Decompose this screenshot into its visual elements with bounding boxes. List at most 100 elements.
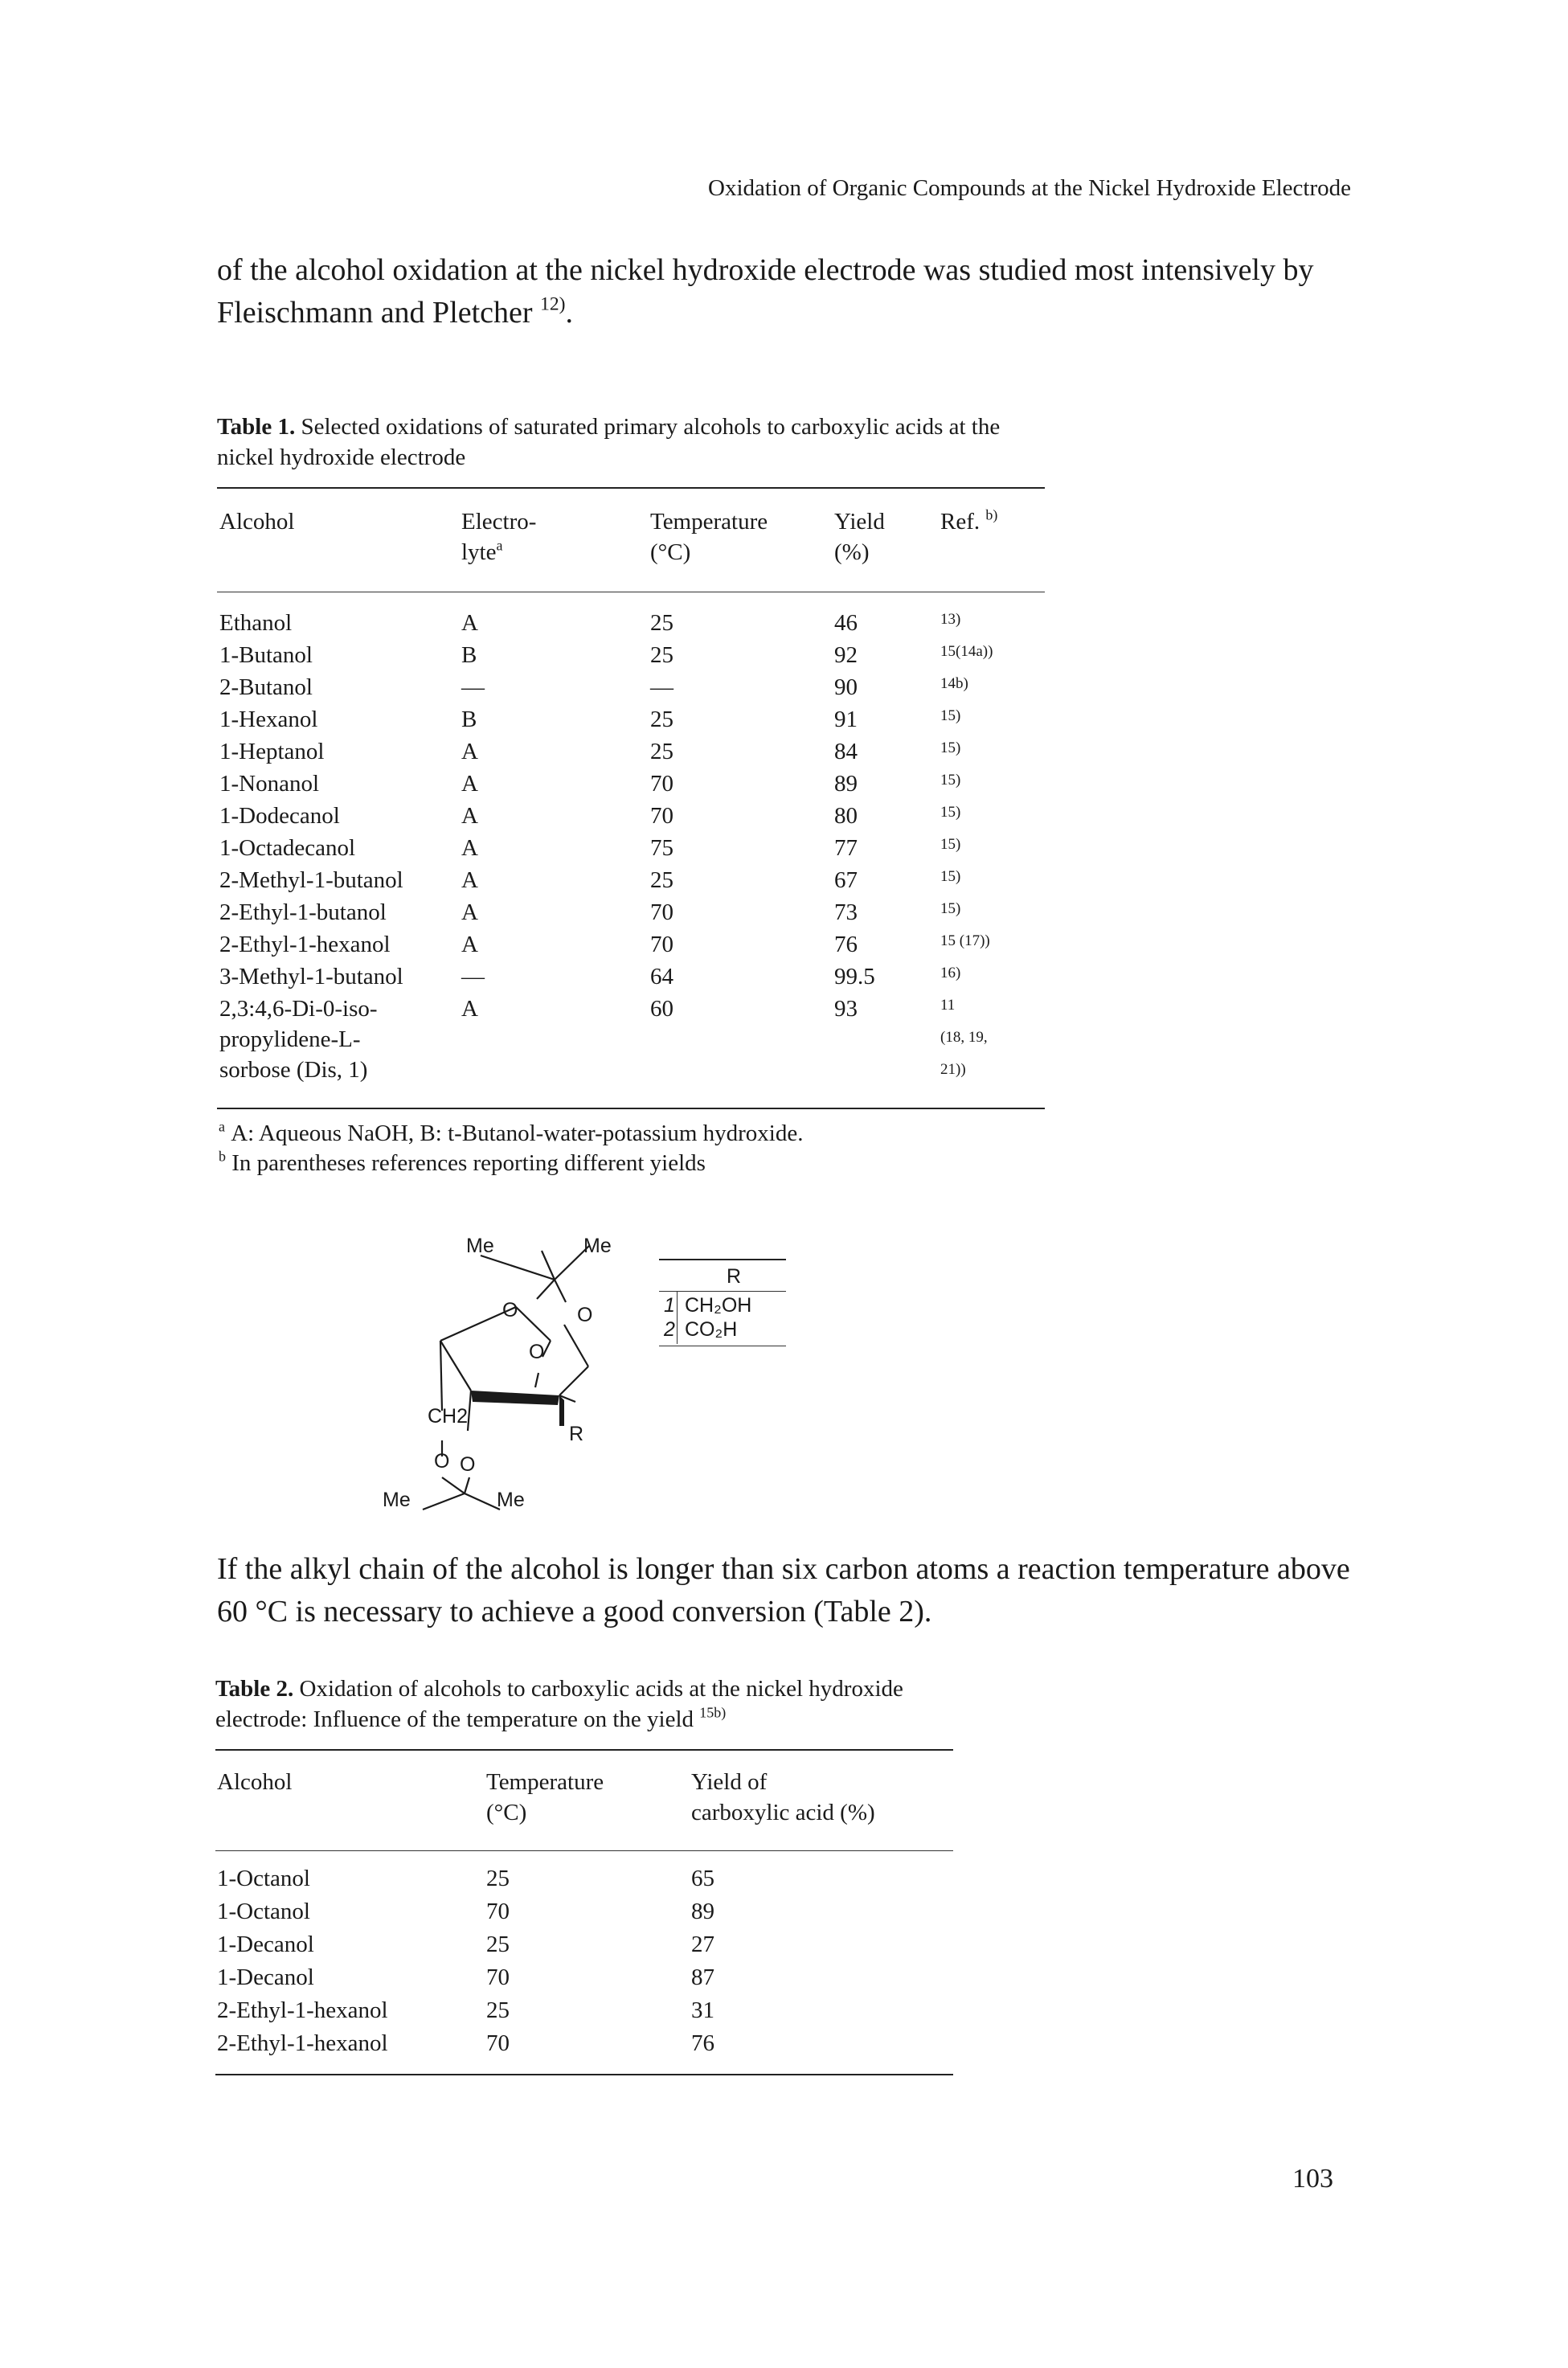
table1-cell-electrolyte: A (461, 771, 478, 797)
table2-caption-ref: 15b) (699, 1704, 727, 1721)
table1-cell-temperature: 70 (650, 771, 673, 797)
table1-header-alcohol: Alcohol (219, 509, 295, 535)
table1-cell-line: 1-Octadecanol (219, 835, 356, 861)
table1-cell-ref: 15) (940, 900, 960, 932)
table1-cell-temperature: 25 (650, 610, 673, 636)
table2-cell-yield: 76 (691, 2030, 714, 2056)
table1-cell-line: 15) (940, 900, 961, 917)
label-me-bottom-right: Me (497, 1489, 525, 1511)
label-me-top-left: Me (466, 1235, 494, 1257)
table1-cell-alcohol: 1-Heptanol (219, 736, 324, 767)
table1-cell-ref: 13) (940, 611, 960, 643)
table1-cell-line: 2,3:4,6-Di-0-iso- (219, 996, 378, 1022)
table1-header-electrolyte-2: lytea (461, 537, 502, 567)
table1-cell-line: propylidene-L- (219, 1026, 361, 1052)
table1-cell-yield: 89 (834, 771, 858, 797)
table1-header-temperature-1: Temperature (650, 509, 768, 535)
table1-cell-temperature: 64 (650, 964, 673, 989)
table2-cell-yield: 27 (691, 1932, 714, 1957)
table1-cell-ref: 15) (940, 836, 960, 868)
table1-cell-yield: 46 (834, 610, 858, 636)
table2-cell-alcohol: 1-Decanol (217, 1932, 314, 1957)
table1-cell-alcohol: 1-Hexanol (219, 704, 317, 735)
label-o-low-left: O (434, 1450, 449, 1473)
table2-cell-alcohol: 2-Ethyl-1-hexanol (217, 1997, 388, 2023)
table1-cell-alcohol: 2,3:4,6-Di-0-iso-propylidene-L-sorbose (… (219, 993, 378, 1085)
table2-header-temperature-2: (°C) (486, 1800, 527, 1825)
table1-cell-ref: 11(18, 19,21)) (940, 997, 988, 1093)
ring-wedge-bond (471, 1391, 559, 1405)
intro-ref: 12) (540, 293, 566, 315)
table1-footnote-a: a A: Aqueous NaOH, B: t-Butanol-water-po… (219, 1119, 803, 1149)
page-number: 103 (1292, 2164, 1333, 2194)
table1-cell-line: 3-Methyl-1-butanol (219, 964, 403, 989)
label-o-ring: O (502, 1299, 518, 1321)
table1-cell-yield: 67 (834, 867, 858, 893)
table1-cell-electrolyte: A (461, 899, 478, 925)
table1-header-yield-1: Yield (834, 509, 885, 535)
table1-cell-electrolyte: — (461, 674, 485, 700)
table2-cell-temperature: 70 (486, 1964, 510, 1990)
table2-top-rule (215, 1749, 953, 1751)
table1-header-temperature-2: (°C) (650, 539, 691, 565)
table2-cell-alcohol: 1-Decanol (217, 1964, 314, 1990)
table1-cell-yield: 91 (834, 707, 858, 732)
table1-cell-alcohol: 1-Nonanol (219, 768, 319, 799)
table2-cell-yield: 89 (691, 1899, 714, 1924)
table1-cell-ref: 15(14a)) (940, 643, 993, 675)
table1-cell-alcohol: 1-Butanol (219, 640, 313, 670)
table1-cell-line: 15) (940, 739, 961, 756)
table1-cell-temperature: — (650, 674, 673, 700)
table1-cell-alcohol: 2-Methyl-1-butanol (219, 865, 403, 895)
footnote-a-mark: a (219, 1118, 225, 1135)
label-me-top-right: Me (583, 1235, 612, 1257)
paragraph-temperature: If the alkyl chain of the alcohol is lon… (217, 1548, 1358, 1633)
table1-cell-yield: 99.5 (834, 964, 875, 989)
table1-cell-line: 15) (940, 804, 961, 821)
table1-label: Table 1. (217, 414, 296, 440)
footnote-b-text: In parentheses references reporting diff… (231, 1150, 706, 1176)
ref-word: Ref. (940, 509, 981, 535)
table1-cell-line: 15 (17)) (940, 932, 990, 949)
table2-header-alcohol: Alcohol (217, 1769, 293, 1795)
table2-cell-temperature: 25 (486, 1932, 510, 1957)
table2-cell-yield: 31 (691, 1997, 714, 2023)
footnote-a-text: A: Aqueous NaOH, B: t-Butanol-water-pota… (231, 1120, 804, 1146)
table1-cell-ref: 14b) (940, 675, 968, 707)
r-table-header: R (727, 1265, 742, 1288)
label-me-bottom-left: Me (383, 1489, 411, 1511)
table1-cell-electrolyte: A (461, 610, 478, 636)
table1-cell-electrolyte: B (461, 707, 477, 732)
table2-header-yield-2: carboxylic acid (%) (691, 1800, 875, 1825)
structure-r-table: R 1 CH₂OH 2 CO₂H (659, 1256, 788, 1360)
table2-caption-text: Oxidation of alcohols to carboxylic acid… (215, 1676, 903, 1732)
table1-cell-line: 15) (940, 772, 961, 789)
table1-cell-temperature: 25 (650, 867, 673, 893)
table1-footnote-b: b In parentheses references reporting di… (219, 1149, 706, 1178)
table2-cell-yield: 65 (691, 1866, 714, 1891)
table1-cell-yield: 84 (834, 739, 858, 764)
table1-cell-yield: 80 (834, 803, 858, 829)
table1-cell-line: 13) (940, 611, 961, 628)
table1-cell-temperature: 70 (650, 803, 673, 829)
table1-cell-line: (18, 19, (940, 1029, 988, 1046)
table1-cell-alcohol: 2-Ethyl-1-butanol (219, 897, 387, 928)
intro-text: of the alcohol oxidation at the nickel h… (217, 253, 1314, 330)
table1-cell-line: 15) (940, 868, 961, 885)
table1-cell-temperature: 70 (650, 932, 673, 957)
table1-cell-alcohol: 3-Methyl-1-butanol (219, 961, 403, 992)
table1-cell-line: 1-Nonanol (219, 771, 320, 797)
table1-cell-ref: 15) (940, 739, 960, 772)
table2-label: Table 2. (215, 1676, 294, 1702)
table1-cell-yield: 73 (834, 899, 858, 925)
table1-bottom-rule (217, 1108, 1045, 1109)
table1-cell-yield: 93 (834, 996, 858, 1022)
table1-cell-electrolyte: A (461, 739, 478, 764)
table1-cell-line: 16) (940, 965, 961, 981)
table1-cell-line: 2-Methyl-1-butanol (219, 867, 403, 893)
table2-cell-alcohol: 2-Ethyl-1-hexanol (217, 2030, 388, 2056)
table1-cell-electrolyte: — (461, 964, 485, 989)
table1-caption: Table 1. Selected oxidations of saturate… (217, 412, 1053, 473)
table1-cell-temperature: 60 (650, 996, 673, 1022)
table1-cell-electrolyte: A (461, 867, 478, 893)
